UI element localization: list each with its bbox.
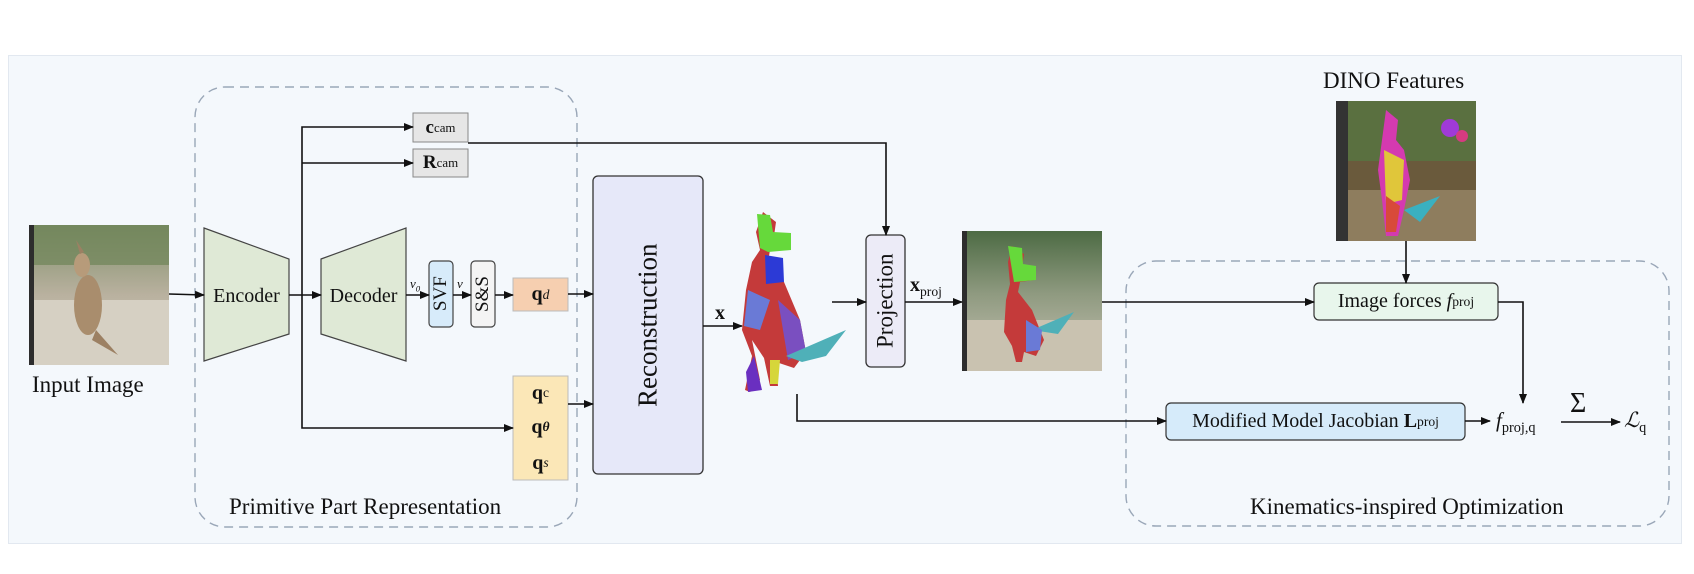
v-label: v xyxy=(457,276,463,291)
dino-features-image xyxy=(1336,101,1476,241)
input-image-label: Input Image xyxy=(32,372,144,397)
sigma-label: Σ xyxy=(1570,388,1587,419)
primitive-part-group xyxy=(194,86,578,528)
kinematics-label: Kinematics-inspired Optimization xyxy=(1250,494,1564,519)
svf-label: SVF xyxy=(430,276,451,312)
decoder-label: Decoder xyxy=(329,284,398,307)
projected-image xyxy=(962,231,1102,371)
projection-label: Projection xyxy=(872,253,898,349)
reconstruction-block xyxy=(592,175,704,475)
ss-label: S&S xyxy=(472,276,493,312)
primitive-part-label: Primitive Part Representation xyxy=(229,494,502,519)
connectors xyxy=(168,123,1621,432)
kinematics-group xyxy=(1125,260,1670,527)
x-proj-label: xproj xyxy=(910,274,942,299)
encoder-label: Encoder xyxy=(213,284,280,307)
v0-label: v0 xyxy=(410,276,421,294)
r-cam-box xyxy=(412,148,469,178)
reconstruction-label: Reconstruction xyxy=(632,243,663,407)
dino-features-label: DINO Features xyxy=(1323,68,1465,93)
c-cam-box xyxy=(412,112,469,143)
loss-label: ℒq xyxy=(1624,408,1647,437)
input-image xyxy=(29,225,169,365)
q-d-box xyxy=(512,277,569,312)
encoder-block xyxy=(203,227,290,362)
decoder-block xyxy=(320,227,407,362)
q-c-box xyxy=(512,375,569,481)
f-proj-q-label: fproj,q xyxy=(1496,408,1536,437)
kangaroo-mesh-render xyxy=(742,212,846,392)
x-label: x xyxy=(715,302,725,324)
